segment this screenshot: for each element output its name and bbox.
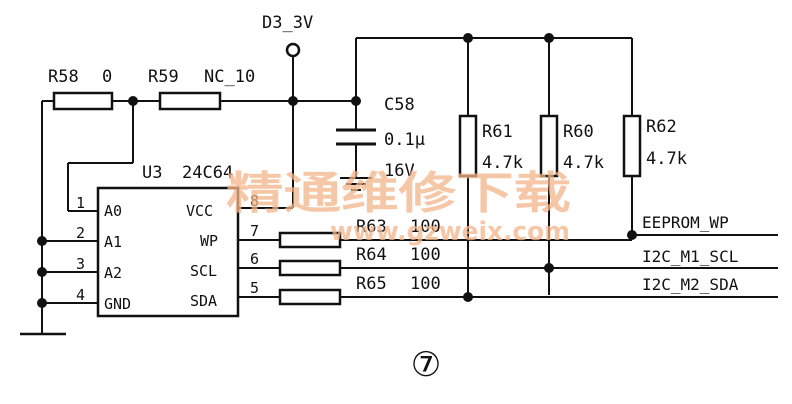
resistor-r58 <box>52 91 114 111</box>
pin-name-vcc: VCC <box>186 202 213 220</box>
pin-number: 4 <box>76 286 85 304</box>
pin-name-sda: SDA <box>190 292 217 310</box>
r62-value: 4.7k <box>646 149 687 169</box>
figure-number: ⑦ <box>411 345 441 385</box>
r64-ref: R64 <box>356 245 387 265</box>
resistor-r61 <box>458 114 478 178</box>
r61-value: 4.7k <box>482 153 523 173</box>
pin-number: 5 <box>250 279 259 297</box>
c58-voltage: 16V <box>384 161 415 181</box>
resistor-r60 <box>539 114 559 178</box>
pin-number: 1 <box>76 194 85 212</box>
junction-dot <box>351 96 361 106</box>
junction-dot <box>627 230 637 240</box>
pin-name-wp: WP <box>200 232 218 250</box>
c58-ref: C58 <box>384 95 415 115</box>
c58-value: 0.1μ <box>384 130 425 150</box>
resistor-r64 <box>278 259 342 277</box>
wires <box>20 37 778 336</box>
junction-dot <box>37 236 47 246</box>
net-label-scl: I2C_M1_SCL <box>642 247 738 266</box>
r64-value: 100 <box>410 245 441 265</box>
watermark-cn: 精通维修下载 <box>226 168 571 219</box>
pin-name-a0: A0 <box>104 202 122 220</box>
r58-value: 0 <box>102 67 112 87</box>
r59-ref: R59 <box>148 67 179 87</box>
r63-value: 100 <box>410 217 441 237</box>
junction-dot <box>463 292 473 302</box>
resistor-r59 <box>158 91 222 111</box>
pin-name-scl: SCL <box>190 262 217 280</box>
net-label-wp: EEPROM_WP <box>642 213 729 232</box>
power-terminal-icon <box>285 42 301 58</box>
power-label: D3_3V <box>262 13 313 33</box>
r61-ref: R61 <box>482 122 513 142</box>
pin-number: 6 <box>250 250 259 268</box>
junction-dot <box>544 33 554 43</box>
ic-part: 24C64 <box>182 163 233 183</box>
pin-name-a1: A1 <box>104 233 122 251</box>
junction-dot <box>37 267 47 277</box>
watermark-url: www.gzweix.com <box>330 217 570 247</box>
r58-ref: R58 <box>48 67 79 87</box>
r63-ref: R63 <box>356 217 387 237</box>
r65-ref: R65 <box>356 274 387 294</box>
pin-number: 8 <box>250 192 259 210</box>
r65-value: 100 <box>410 274 441 294</box>
junction-dot <box>128 96 138 106</box>
junction-dot <box>37 298 47 308</box>
ic-u3-body <box>96 186 240 318</box>
pin-name-a2: A2 <box>104 264 122 282</box>
pin-number: 3 <box>76 255 85 273</box>
resistor-r63 <box>278 231 342 249</box>
ic-ref: U3 <box>142 163 162 183</box>
r62-ref: R62 <box>646 117 677 137</box>
r60-value: 4.7k <box>563 153 604 173</box>
r60-ref: R60 <box>563 122 594 142</box>
capacitor-c58 <box>336 128 376 146</box>
pin-name-gnd: GND <box>104 295 131 313</box>
resistor-r62 <box>622 114 642 178</box>
junction-dot <box>544 263 554 273</box>
pin-number: 2 <box>76 224 85 242</box>
junction-dot <box>288 96 298 106</box>
resistor-r65 <box>278 288 342 306</box>
junction-dot <box>463 33 473 43</box>
r59-value: NC_10 <box>204 67 255 87</box>
net-label-sda: I2C_M2_SDA <box>642 275 739 294</box>
pin-number: 7 <box>250 222 259 240</box>
junctions <box>37 33 637 308</box>
